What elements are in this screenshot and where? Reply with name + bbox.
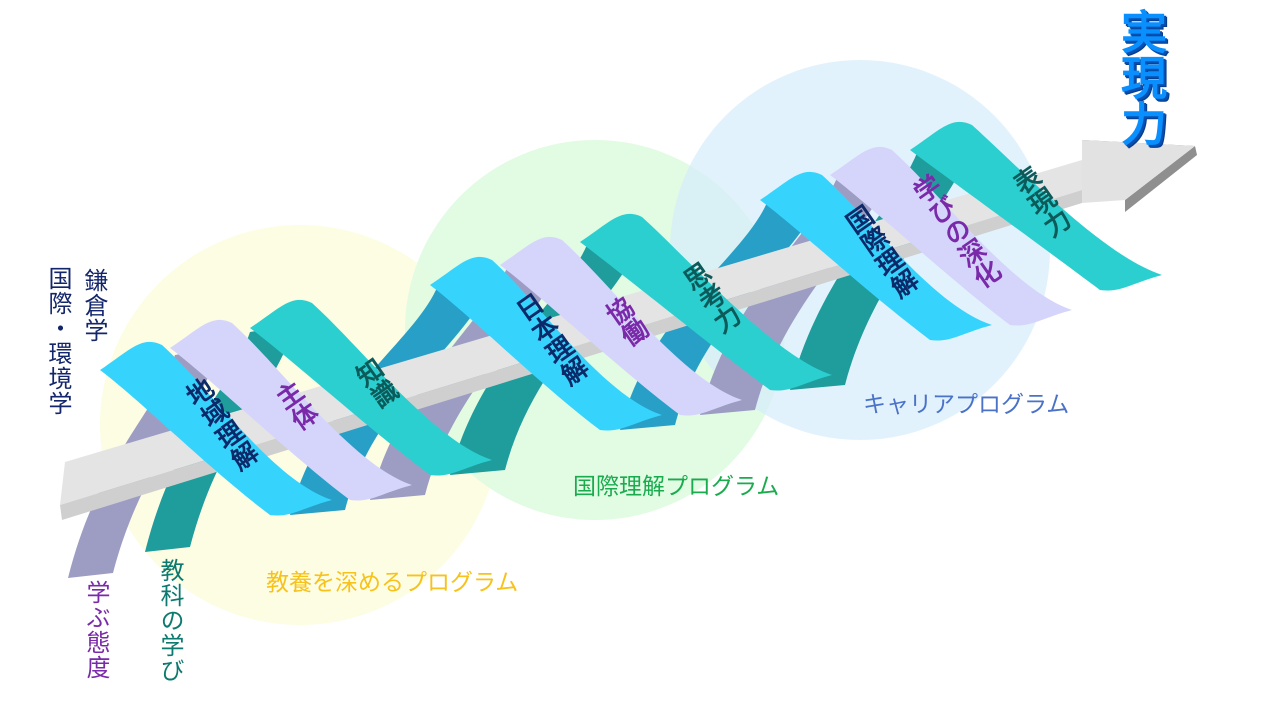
- strand-teal-band: [250, 299, 492, 476]
- program-career: キャリアプログラム: [863, 392, 1070, 418]
- program-liberal-arts: 教養を深めるプログラム: [266, 570, 519, 596]
- strand-lavender-band: [500, 236, 742, 416]
- strand-cyan-band: [760, 171, 992, 341]
- label-subjects: 教科の学び: [156, 558, 184, 683]
- strand-teal-band: [580, 213, 832, 391]
- label-kamakura: 鎌倉学: [80, 268, 108, 343]
- strand-lavender-band: [830, 146, 1072, 326]
- strand-cyan-band: [100, 341, 332, 516]
- label-intl-env: 国際・環境学: [44, 266, 72, 416]
- strand-lavender-band: [170, 319, 412, 501]
- program-international: 国際理解プログラム: [573, 474, 780, 500]
- strand-cyan-band: [430, 256, 662, 431]
- label-attitude: 学ぶ態度: [82, 580, 110, 680]
- strand-teal-band: [910, 121, 1162, 291]
- goal-title: 実現力: [1114, 8, 1168, 146]
